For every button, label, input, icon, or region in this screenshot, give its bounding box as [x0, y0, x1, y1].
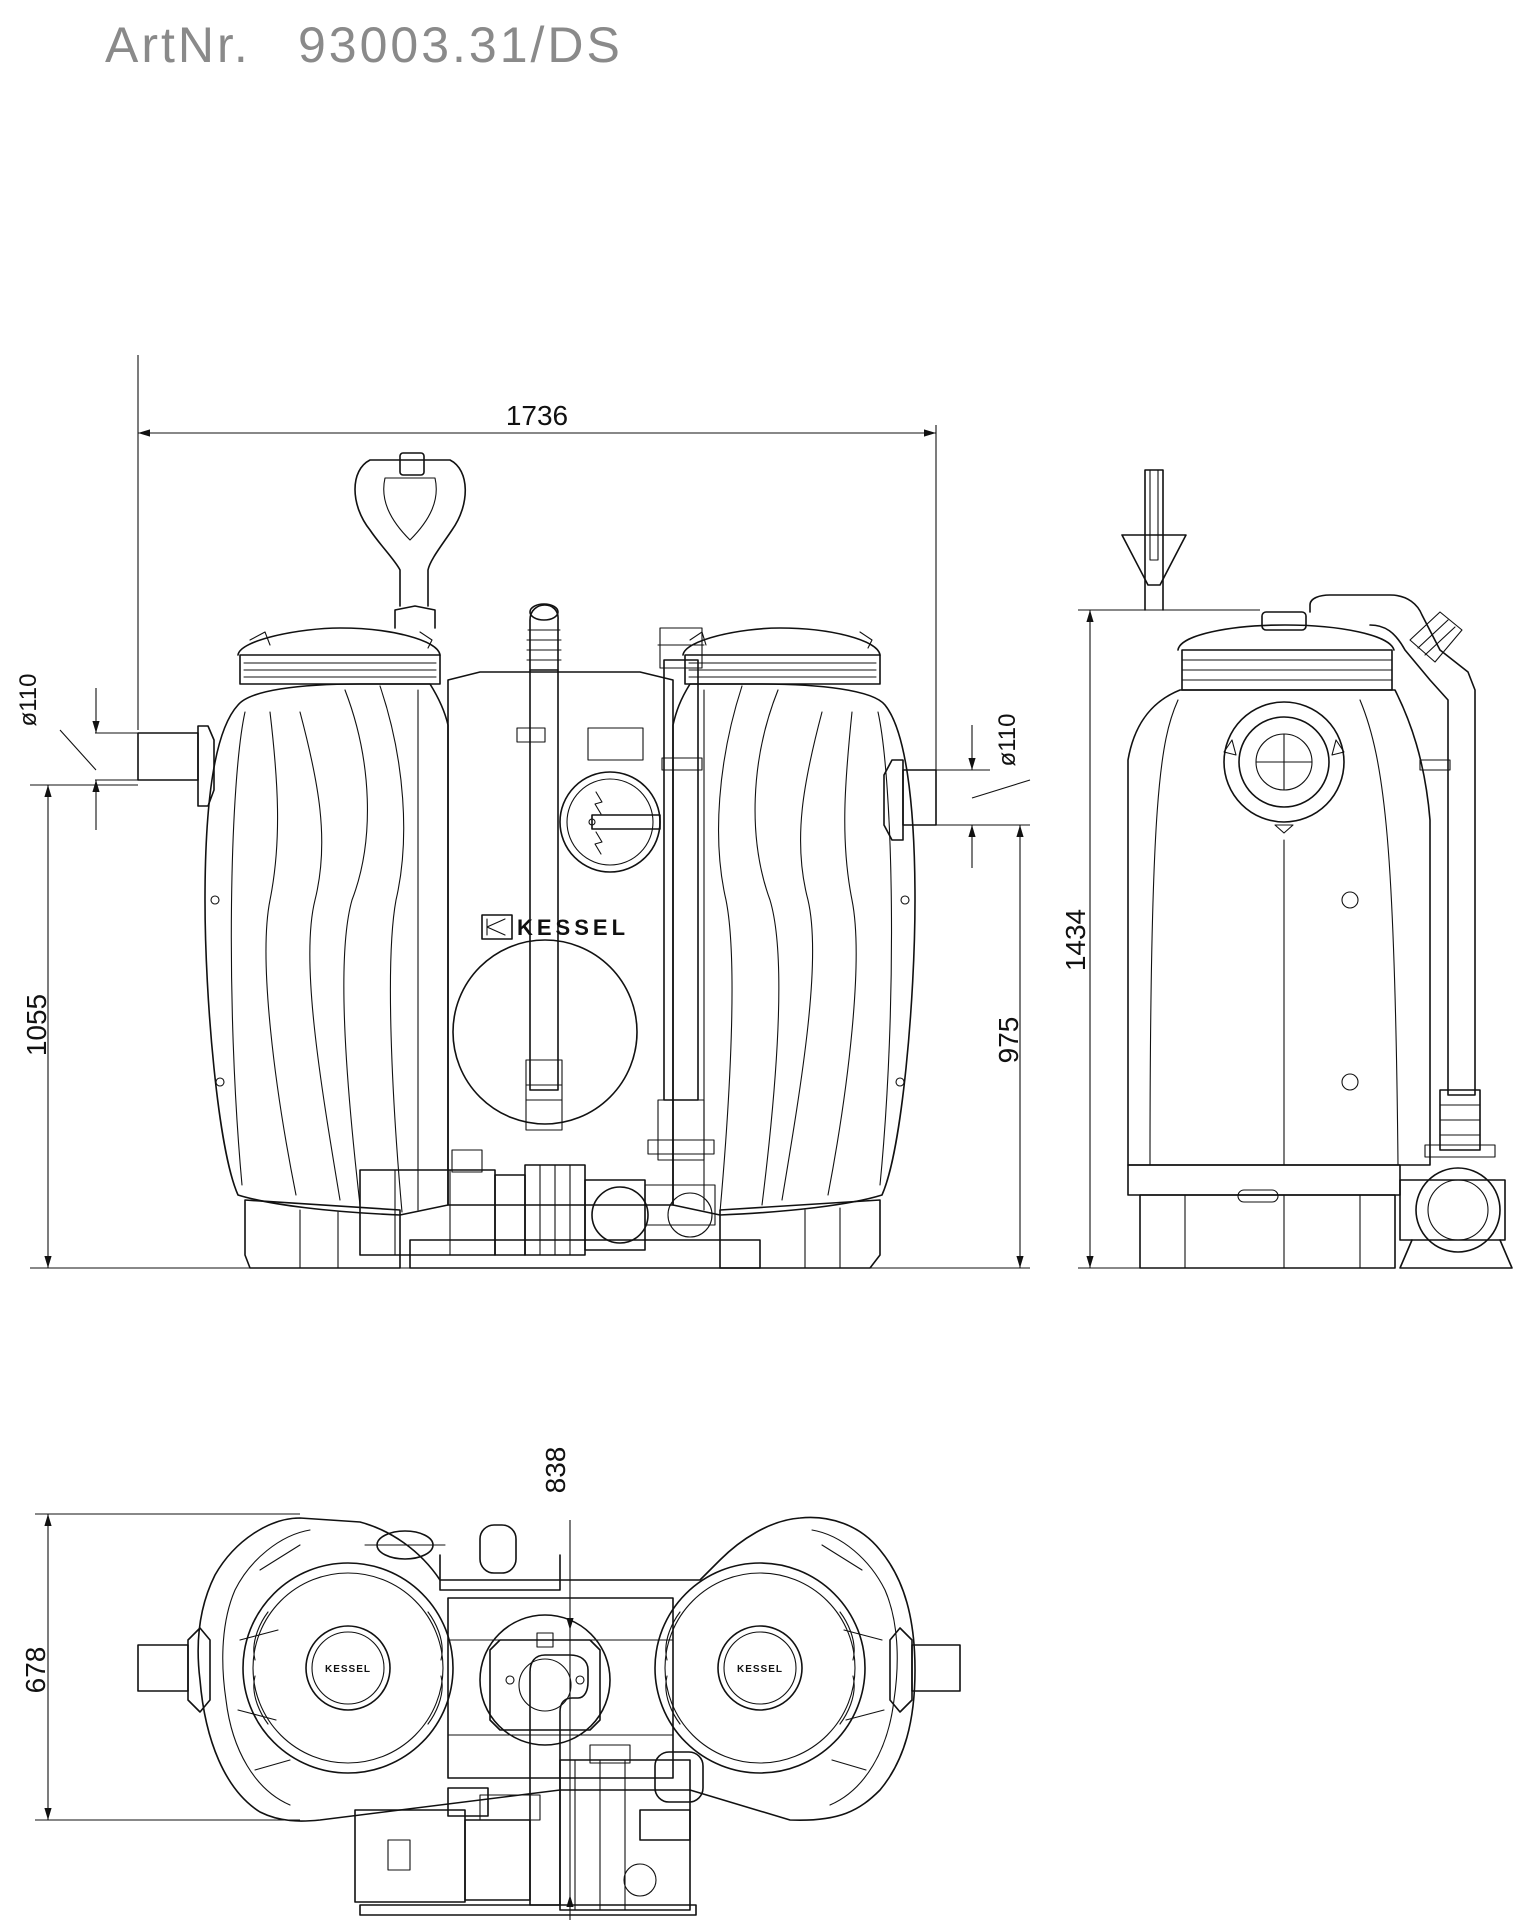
top-view: 838 678 KESSEL KESSEL: [20, 1447, 961, 1920]
dim-total-height: 1434: [1060, 909, 1091, 971]
article-label: ArtNr.: [105, 17, 251, 73]
front-view: 1736 1055 ø110 ø110 975: [15, 355, 1031, 1269]
dim-diameter-inlet: ø110: [15, 674, 42, 727]
dim-diameter-outlet: ø110: [994, 714, 1021, 767]
article-number: 93003.31/DS: [298, 17, 623, 73]
brand-logo-right: KESSEL: [737, 1664, 783, 1675]
brand-logo-left: KESSEL: [325, 1664, 371, 1675]
dim-total-depth: 838: [540, 1447, 571, 1494]
dim-inlet-height: 1055: [21, 994, 52, 1056]
dim-width: 1736: [506, 400, 568, 431]
brand-logo: KESSEL: [517, 915, 629, 940]
dim-tank-depth: 678: [20, 1647, 51, 1694]
side-view: 1434: [1060, 469, 1513, 1269]
dim-outlet-height: 975: [993, 1017, 1024, 1064]
